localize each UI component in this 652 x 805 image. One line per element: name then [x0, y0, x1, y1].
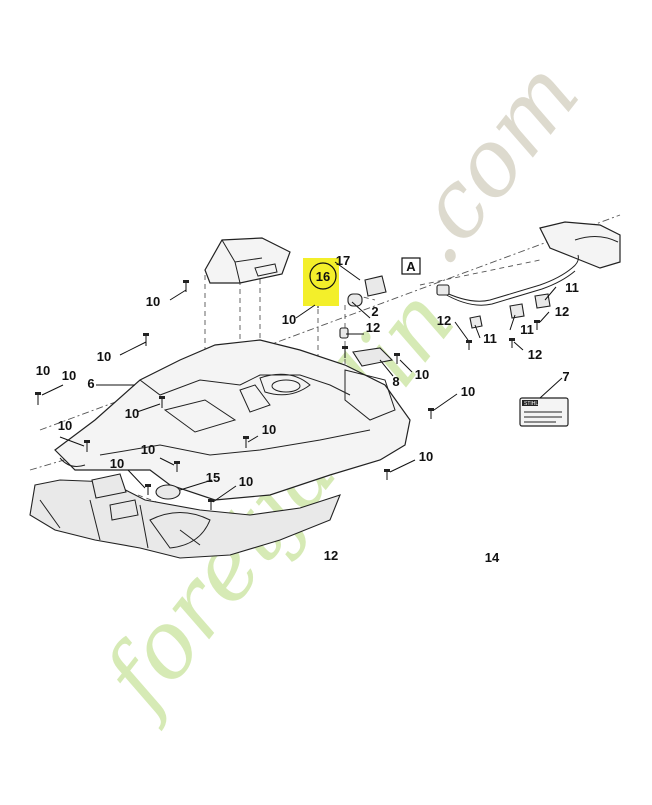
screw-icon	[243, 436, 249, 448]
callout-labels: 17 16 2 12 10 10 11 12 12 11 11 12 10 8 …	[36, 253, 579, 565]
screw-icon	[174, 461, 180, 472]
callout-12: 12	[366, 320, 380, 335]
callout-a: A	[406, 259, 416, 274]
screw-icon	[394, 353, 400, 364]
screw-icon	[145, 484, 151, 495]
callout-10: 10	[58, 418, 72, 433]
reference-box-a: A	[401, 257, 421, 275]
callout-12: 12	[528, 347, 542, 362]
highlight-marker	[303, 258, 339, 306]
callout-15: 15	[206, 470, 220, 485]
screw-icon	[208, 499, 214, 510]
callout-11: 11	[483, 331, 497, 346]
screw-icon	[143, 333, 149, 346]
callout-14: 14	[485, 550, 500, 565]
small-parts	[91, 275, 551, 500]
label-plate-brand: STIHL	[524, 401, 538, 407]
callout-11: 11	[520, 322, 534, 337]
callout-16: 16	[316, 269, 330, 284]
screw-icon	[428, 408, 434, 419]
callout-10: 10	[239, 474, 253, 489]
callout-10: 10	[62, 368, 76, 383]
callout-12: 12	[555, 304, 569, 319]
callout-8: 8	[392, 374, 399, 389]
callout-10: 10	[146, 294, 160, 309]
label-plate-part: STIHL	[519, 397, 569, 427]
main-shell-part	[54, 339, 411, 501]
lower-base-part	[29, 479, 341, 559]
callout-10: 10	[461, 384, 475, 399]
callout-10: 10	[110, 456, 124, 471]
screw-icon	[159, 396, 165, 408]
screw-icon	[35, 392, 41, 405]
cable-harness-part	[436, 254, 579, 306]
screw-icon	[84, 440, 90, 452]
callout-6: 6	[87, 376, 94, 391]
screw-icon	[342, 346, 348, 358]
callout-17: 17	[336, 253, 350, 268]
callout-12: 12	[437, 313, 451, 328]
callout-10: 10	[125, 406, 139, 421]
callout-10: 10	[262, 422, 276, 437]
callout-11: 11	[565, 280, 579, 295]
callout-10: 10	[97, 349, 111, 364]
upper-cover-part	[204, 237, 291, 284]
screw-icon	[466, 340, 472, 350]
callout-12: 12	[324, 548, 338, 563]
rear-chassis-part	[539, 221, 621, 269]
callout-10: 10	[415, 367, 429, 382]
screw-icon	[384, 469, 390, 480]
callout-7: 7	[562, 369, 569, 384]
callout-10: 10	[419, 449, 433, 464]
callout-2: 2	[371, 304, 378, 319]
callout-10: 10	[36, 363, 50, 378]
leader-lines	[41, 261, 563, 503]
callout-10: 10	[282, 312, 296, 327]
screw-icon	[509, 338, 515, 348]
screw-icon	[534, 320, 540, 330]
callout-10: 10	[141, 442, 155, 457]
